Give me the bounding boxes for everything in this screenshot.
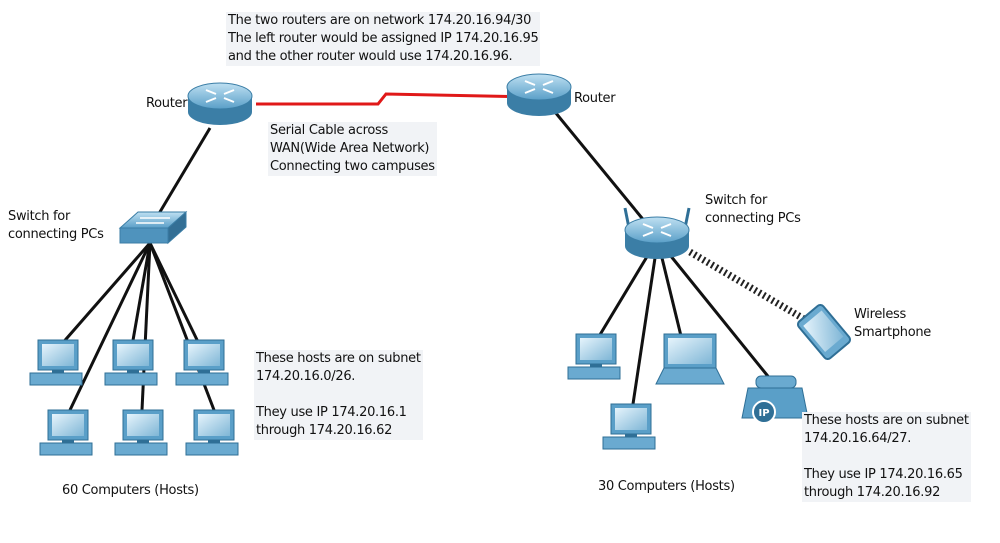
cable-to-pc <box>58 242 152 347</box>
pc-icon[interactable] <box>114 409 168 456</box>
right-subnet-line: These hosts are on subnet <box>804 413 969 428</box>
left-switch-label-line: connecting PCs <box>8 227 104 242</box>
left-switch-label-line: Switch for <box>8 209 70 224</box>
laptop-icon[interactable] <box>655 333 725 385</box>
pc-icon[interactable] <box>567 333 621 380</box>
wan-serial-cable <box>256 92 534 106</box>
pc-icon[interactable] <box>39 409 93 456</box>
right-hosts-caption: 30 Computers (Hosts) <box>598 479 735 494</box>
left-subnet-line <box>256 386 421 404</box>
pc-icon[interactable] <box>29 339 83 386</box>
header-note-line: The two routers are on network 174.20.16… <box>228 13 532 28</box>
pc-icon[interactable] <box>602 403 656 450</box>
right-switch-label: Switch for connecting PCs <box>705 192 801 228</box>
smartphone-icon[interactable] <box>796 303 852 361</box>
cable-to-pc <box>596 254 650 339</box>
right-subnet-note: These hosts are on subnet 174.20.16.64/2… <box>802 412 971 502</box>
left-router[interactable] <box>187 82 253 125</box>
left-switch[interactable] <box>118 210 188 245</box>
left-subnet-line: They use IP 174.20.16.1 <box>256 405 407 420</box>
left-cables <box>58 127 216 411</box>
wan-link-line: WAN(Wide Area Network) <box>270 141 430 156</box>
left-switch-label: Switch for connecting PCs <box>8 208 104 244</box>
ip-phone-icon[interactable]: IP <box>741 375 809 424</box>
header-note-line: The left router would be assigned IP 174… <box>228 31 539 46</box>
right-subnet-line <box>804 448 969 466</box>
right-router[interactable] <box>506 73 572 116</box>
header-note-line: and the other router would use 174.20.16… <box>228 49 513 64</box>
wan-link-line: Connecting two campuses <box>270 159 435 174</box>
left-subnet-line: 174.20.16.0/26. <box>256 369 356 384</box>
left-subnet-line: through 174.20.16.62 <box>256 423 393 438</box>
wan-link-line: Serial Cable across <box>270 123 388 138</box>
cable-to-laptop <box>660 257 683 337</box>
right-switch[interactable] <box>623 207 691 259</box>
right-subnet-line: through 174.20.16.92 <box>804 485 941 500</box>
wireless-label-line: Wireless <box>854 307 906 322</box>
cable-to-ip-phone <box>668 254 773 381</box>
right-pcs: IP <box>567 303 852 450</box>
right-subnet-line: 174.20.16.64/27. <box>804 431 912 446</box>
left-hosts-caption: 60 Computers (Hosts) <box>62 483 199 498</box>
right-subnet-line: They use IP 174.20.16.65 <box>804 467 963 482</box>
cable-to-pc <box>130 242 152 347</box>
wan-link-label: Serial Cable across WAN(Wide Area Networ… <box>268 122 437 176</box>
left-pcs <box>29 339 239 456</box>
left-subnet-note: These hosts are on subnet 174.20.16.0/26… <box>254 350 423 440</box>
ip-phone-badge: IP <box>758 408 769 419</box>
pc-icon[interactable] <box>104 339 158 386</box>
cable-to-pc <box>631 257 657 405</box>
pc-icon[interactable] <box>185 409 239 456</box>
wireless-link <box>688 248 818 330</box>
right-router-label: Router <box>574 91 616 106</box>
cable-to-pc <box>148 242 202 347</box>
wireless-label-line: Smartphone <box>854 325 932 340</box>
right-switch-label-line: Switch for <box>705 193 767 208</box>
right-cables <box>553 111 773 405</box>
pc-icon[interactable] <box>175 339 229 386</box>
header-note: The two routers are on network 174.20.16… <box>226 12 541 66</box>
cable-router-switch-right <box>553 111 648 224</box>
wireless-label: Wireless Smartphone <box>854 306 931 342</box>
left-router-label: Router <box>146 96 188 111</box>
cable-to-pc <box>68 242 152 411</box>
right-switch-label-line: connecting PCs <box>705 211 801 226</box>
left-subnet-line: These hosts are on subnet <box>256 351 421 366</box>
